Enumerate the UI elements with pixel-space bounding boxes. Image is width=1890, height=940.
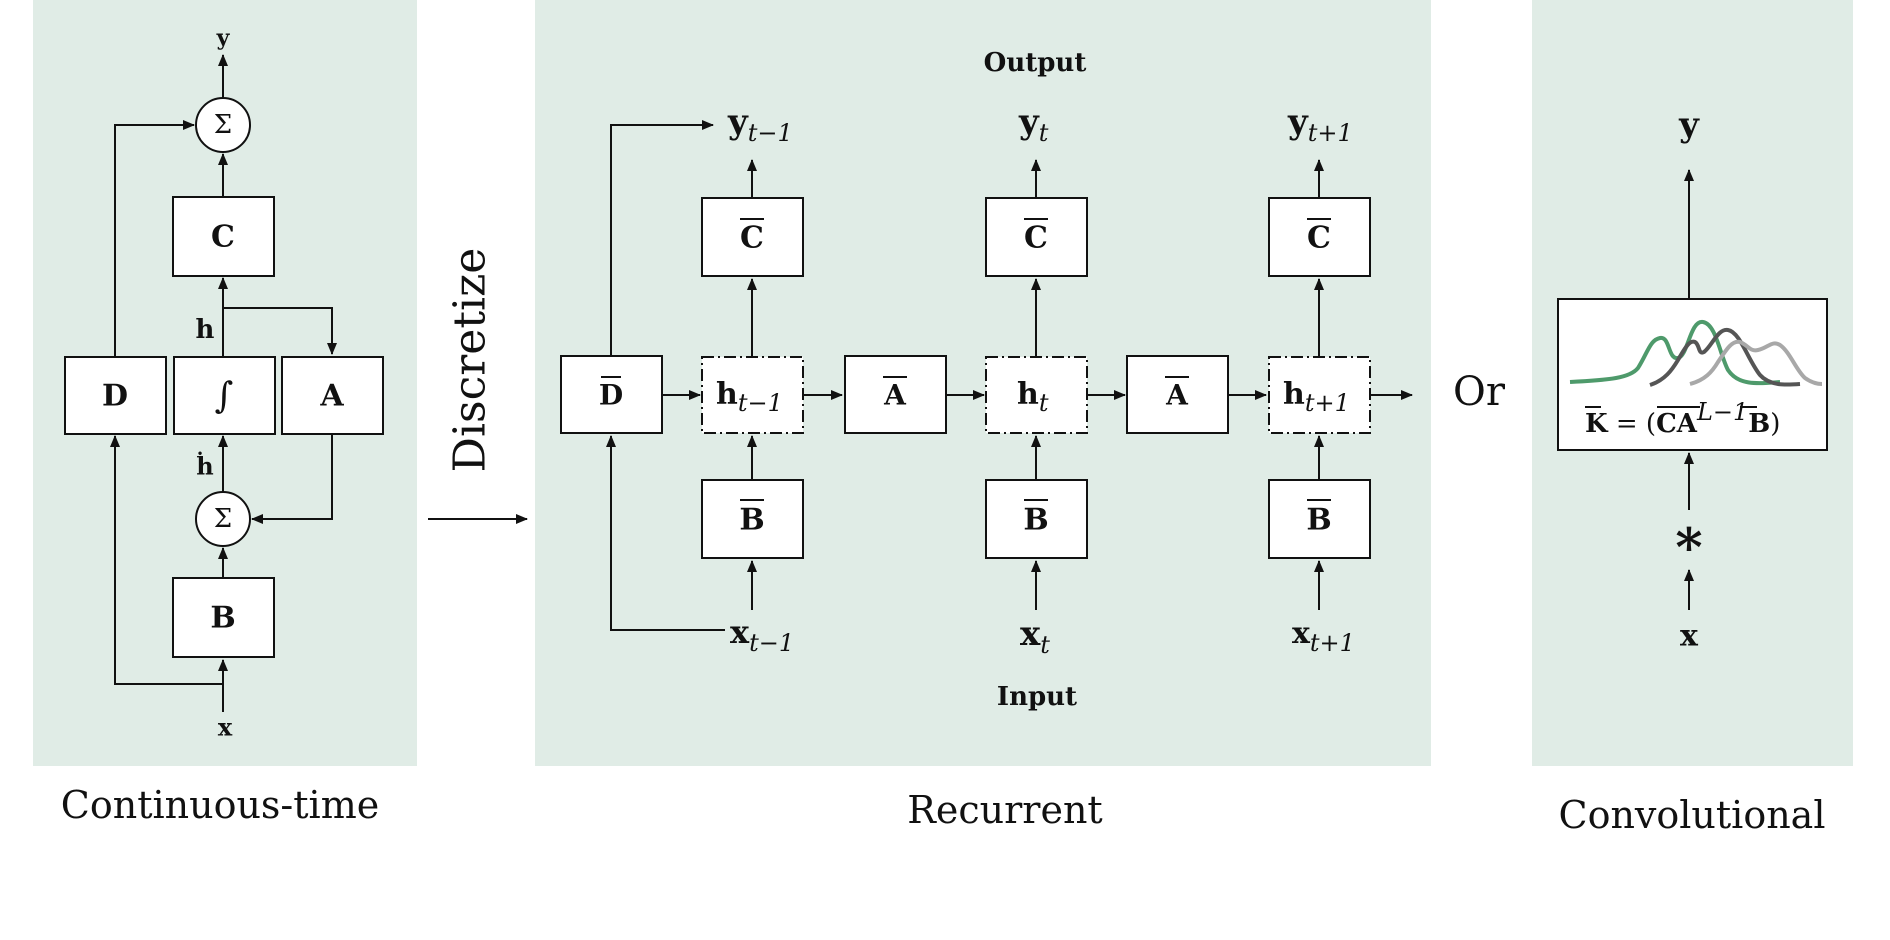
C-box-prev — [701, 197, 804, 277]
B-label-next: B — [1306, 503, 1331, 538]
C-box-cur — [985, 197, 1088, 277]
convolution-star: * — [1675, 518, 1702, 579]
kernel-curve-light — [1689, 339, 1823, 386]
B-box-next — [1268, 479, 1371, 559]
C-label-cur: C — [1024, 221, 1048, 256]
A-label-2: A — [1165, 379, 1189, 412]
formula-CA: CA — [1656, 409, 1698, 439]
formula-K: K — [1585, 409, 1609, 439]
h-cur-label: h — [1017, 377, 1039, 412]
h-next-sub: t+1 — [1305, 389, 1350, 417]
continuous-C-box — [172, 196, 275, 277]
top-sum-symbol: Σ — [214, 110, 232, 140]
input-label: Input — [997, 682, 1077, 712]
y-cur-label: y — [1018, 102, 1040, 142]
h-prev-label: h — [716, 377, 738, 412]
continuous-D-box — [64, 356, 167, 435]
A-label-1: A — [883, 379, 907, 412]
svg-text:yt−1: yt−1 — [727, 102, 793, 147]
svg-text:ht: ht — [1017, 377, 1049, 417]
conv-x-label: x — [1680, 619, 1699, 654]
integral-symbol: ∫ — [215, 376, 234, 417]
continuous-A-label: A — [319, 379, 344, 414]
step-cur: yt C ht B xt — [985, 102, 1088, 659]
recurrent-panel: Output Input D yt−1 C ht−1 B xt−1 — [535, 0, 1431, 832]
B-box-cur — [985, 479, 1088, 559]
convolutional-panel: y K = (CAL−1B) * x Convolutional — [1532, 0, 1853, 837]
svg-text:xt: xt — [1020, 614, 1050, 659]
x-cur-label: x — [1020, 614, 1041, 654]
svg-text:ht+1: ht+1 — [1283, 377, 1350, 417]
y-next-sub: t+1 — [1308, 119, 1353, 147]
kernel-box — [1557, 298, 1828, 451]
step-next: yt+1 C ht+1 B xt+1 — [1268, 102, 1371, 657]
formula-B: B — [1748, 409, 1770, 439]
h-cur-sub: t — [1039, 389, 1049, 417]
C-label-prev: C — [740, 221, 764, 256]
A-box-2 — [1126, 355, 1229, 434]
recurrent-caption: Recurrent — [907, 788, 1102, 832]
bottom-sum-symbol: Σ — [214, 504, 232, 534]
svg-text:yt+1: yt+1 — [1287, 102, 1353, 147]
x-prev-label: x — [730, 613, 750, 651]
B-label-cur: B — [1023, 503, 1048, 538]
h-next-label: h — [1283, 377, 1305, 412]
integral-box — [173, 356, 276, 435]
h-prev-sub: t−1 — [738, 389, 783, 417]
svg-text:yt: yt — [1018, 102, 1049, 147]
continuous-hdot-label: ḣ — [196, 452, 213, 481]
continuous-h-label: h — [196, 315, 215, 345]
discretize-transition: Discretize — [428, 248, 528, 524]
x-prev-sub: t−1 — [749, 629, 794, 657]
conv-y-label: y — [1678, 105, 1700, 145]
B-label-prev: B — [739, 503, 764, 538]
B-box-prev — [701, 479, 804, 559]
step-prev: yt−1 C ht−1 B xt−1 — [701, 102, 804, 657]
kernel-curve-dark — [1649, 327, 1801, 387]
continuous-x-label: x — [218, 713, 233, 742]
y-cur-sub: t — [1039, 119, 1049, 147]
svg-text:xt+1: xt+1 — [1292, 616, 1355, 657]
h-box-cur — [985, 356, 1088, 434]
formula-close: ) — [1770, 409, 1780, 439]
svg-text:xt−1: xt−1 — [730, 613, 794, 657]
svg-text:K = (CAL−1B): K = (CAL−1B) — [1585, 398, 1780, 439]
y-prev-sub: t−1 — [748, 119, 793, 147]
top-sum-node — [195, 97, 251, 153]
formula-eq: = ( — [1608, 409, 1656, 439]
C-label-next: C — [1307, 221, 1331, 256]
output-label: Output — [984, 48, 1087, 78]
continuous-C-label: C — [211, 220, 235, 255]
formula-L: L−1 — [1696, 398, 1748, 426]
or-label: Or — [1453, 369, 1506, 415]
convolutional-caption: Convolutional — [1559, 793, 1826, 837]
x-next-label: x — [1292, 616, 1311, 651]
discretize-label: Discretize — [445, 248, 496, 473]
C-box-next — [1268, 197, 1371, 277]
continuous-y-label: y — [216, 25, 231, 51]
x-next-sub: t+1 — [1310, 629, 1355, 657]
continuous-caption: Continuous-time — [61, 783, 379, 827]
A-box-1 — [844, 355, 947, 434]
recurrent-D-label: D — [599, 379, 623, 412]
svg-text:ht−1: ht−1 — [716, 377, 783, 417]
x-cur-sub: t — [1040, 631, 1050, 659]
y-next-label: y — [1287, 102, 1309, 142]
continuous-panel: y Σ C h D ∫ A Σ ḣ B — [33, 0, 417, 827]
continuous-D-label: D — [102, 379, 128, 414]
continuous-B-label: B — [210, 601, 235, 636]
y-prev-label: y — [727, 102, 749, 142]
continuous-B-box — [172, 577, 275, 658]
